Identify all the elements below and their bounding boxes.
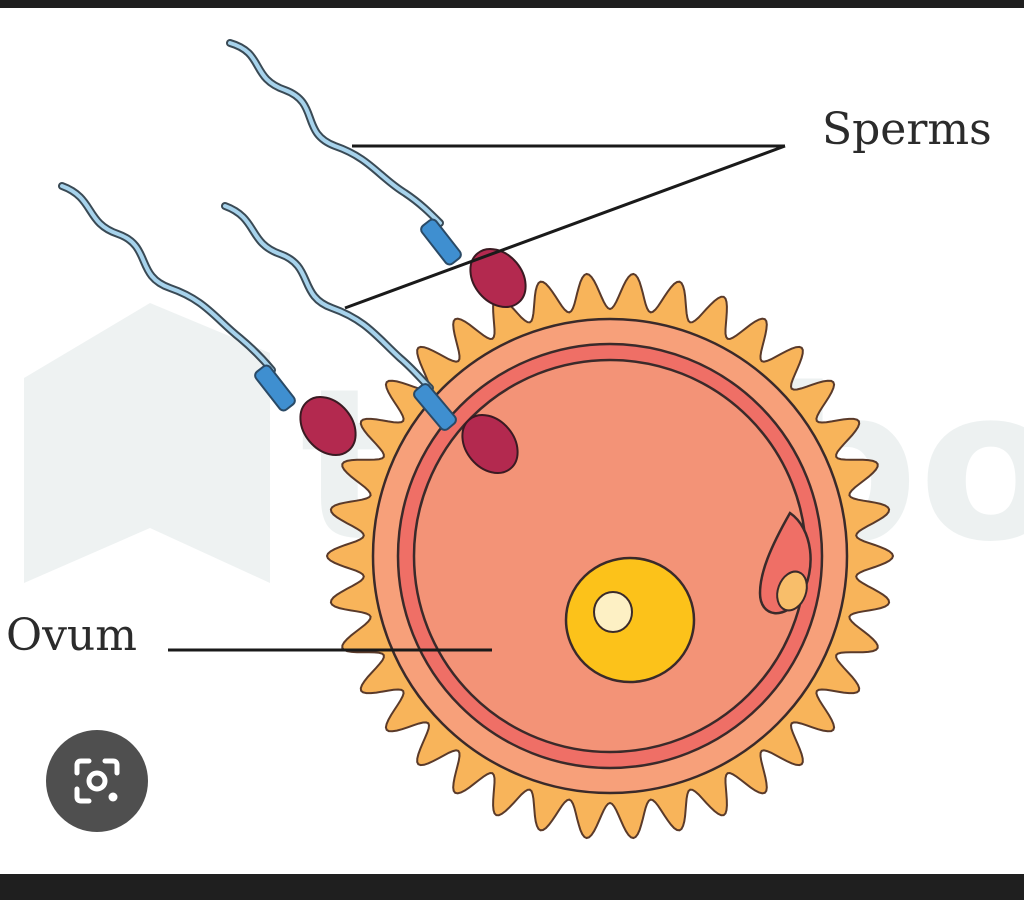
sperm	[58, 182, 357, 456]
sperm	[221, 202, 519, 474]
polar-body	[776, 570, 808, 612]
sperms	[58, 39, 527, 474]
watermark-logo-mark	[24, 303, 270, 583]
top-frame-bar	[0, 0, 1024, 8]
camera-search-button[interactable]	[46, 730, 148, 832]
sperm-head	[469, 248, 527, 308]
sperm-midpiece	[420, 218, 462, 266]
leader-lines	[168, 144, 786, 652]
sperm-head	[299, 396, 357, 456]
bottom-frame-bar	[0, 874, 1024, 900]
sperm	[226, 39, 527, 308]
sperms-label: Sperms	[822, 104, 992, 155]
sperms-leader-line	[344, 144, 786, 310]
sperm-tail	[60, 184, 274, 372]
nucleolus	[593, 591, 633, 633]
sperm-head	[461, 414, 519, 474]
camera-search-icon	[74, 758, 120, 804]
sperm-midpiece	[254, 364, 296, 412]
sperm-tail	[228, 41, 442, 225]
sperm-midpiece	[413, 383, 457, 431]
fertilization-diagram: testbook	[24, 39, 1024, 840]
ovum-label: Ovum	[6, 610, 137, 661]
sperm-tail	[223, 204, 432, 390]
